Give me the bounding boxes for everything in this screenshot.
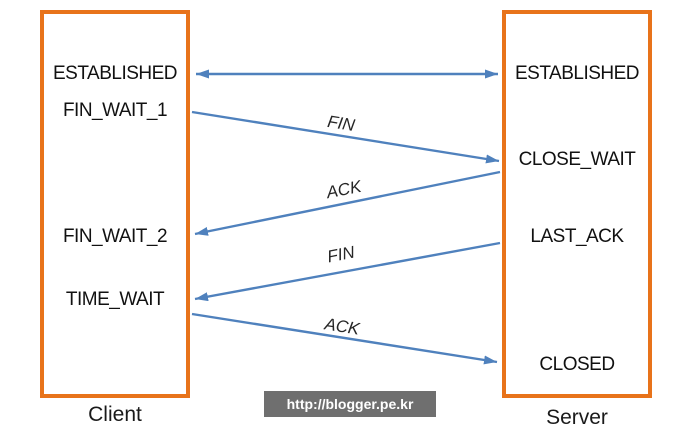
server-state-box <box>502 10 652 398</box>
server-state-close-wait: CLOSE_WAIT <box>518 149 636 170</box>
client-state-fin-wait-2: FIN_WAIT_2 <box>62 226 168 247</box>
client-state-box <box>40 10 190 398</box>
client-caption: Client <box>88 403 142 426</box>
server-caption: Server <box>546 406 608 429</box>
message-label-fin-1: FIN <box>326 111 357 136</box>
arrow-ack-server-to-client <box>194 170 501 236</box>
server-state-last-ack: LAST_ACK <box>530 226 624 247</box>
arrow-fin-server-to-client <box>194 241 501 302</box>
arrow-fin-client-to-server <box>191 110 500 164</box>
watermark-badge: http://blogger.pe.kr <box>264 391 436 417</box>
arrow-ack-client-to-server <box>191 312 498 365</box>
client-state-established: ESTABLISHED <box>52 63 178 84</box>
client-state-time-wait: TIME_WAIT <box>65 289 165 310</box>
client-state-fin-wait-1: FIN_WAIT_1 <box>62 100 168 121</box>
server-state-closed: CLOSED <box>539 354 615 375</box>
server-state-established: ESTABLISHED <box>514 63 640 84</box>
